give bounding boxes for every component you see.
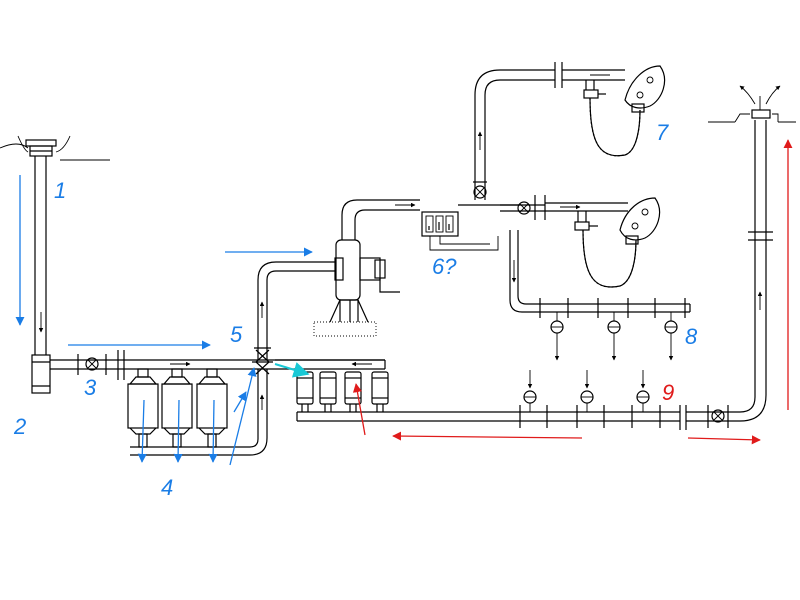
outlet-valve (607, 312, 621, 361)
blower (313, 199, 420, 337)
outlet-valve (664, 312, 678, 361)
inlet-valve (523, 370, 537, 412)
label-2: 2 (13, 414, 26, 439)
air-intake-stack (0, 135, 110, 394)
small-filter (319, 371, 337, 412)
upper-riser (473, 62, 625, 200)
label-9: 9 (662, 380, 674, 405)
middle-branch (500, 195, 628, 231)
inlet-valve (636, 370, 650, 412)
riser-to-blower (252, 261, 335, 375)
filter-unit (196, 368, 228, 448)
red-flow-arrows (352, 139, 793, 445)
cyan-arrow (274, 362, 310, 378)
outlet-valve (550, 312, 564, 361)
gas-mask-upper (589, 65, 665, 157)
label-4: 4 (161, 475, 173, 500)
small-filter (344, 371, 362, 412)
manifold-8 (509, 230, 691, 361)
gas-mask-middle (582, 197, 660, 288)
label-7: 7 (656, 120, 669, 145)
small-filter (296, 371, 314, 412)
lower-filter-bank (275, 359, 389, 412)
small-filter (371, 371, 389, 412)
exhaust-stack (708, 85, 796, 422)
inlet-valve (580, 370, 594, 412)
label-6: 6? (432, 254, 457, 279)
label-8: 8 (685, 324, 698, 349)
filter-unit (161, 368, 193, 448)
meter-panel (421, 204, 520, 251)
filter-bank (127, 368, 268, 456)
label-3: 3 (84, 375, 97, 400)
label-5: 5 (230, 322, 243, 347)
blue-flow-arrows (15, 175, 313, 466)
label-1: 1 (54, 178, 66, 203)
